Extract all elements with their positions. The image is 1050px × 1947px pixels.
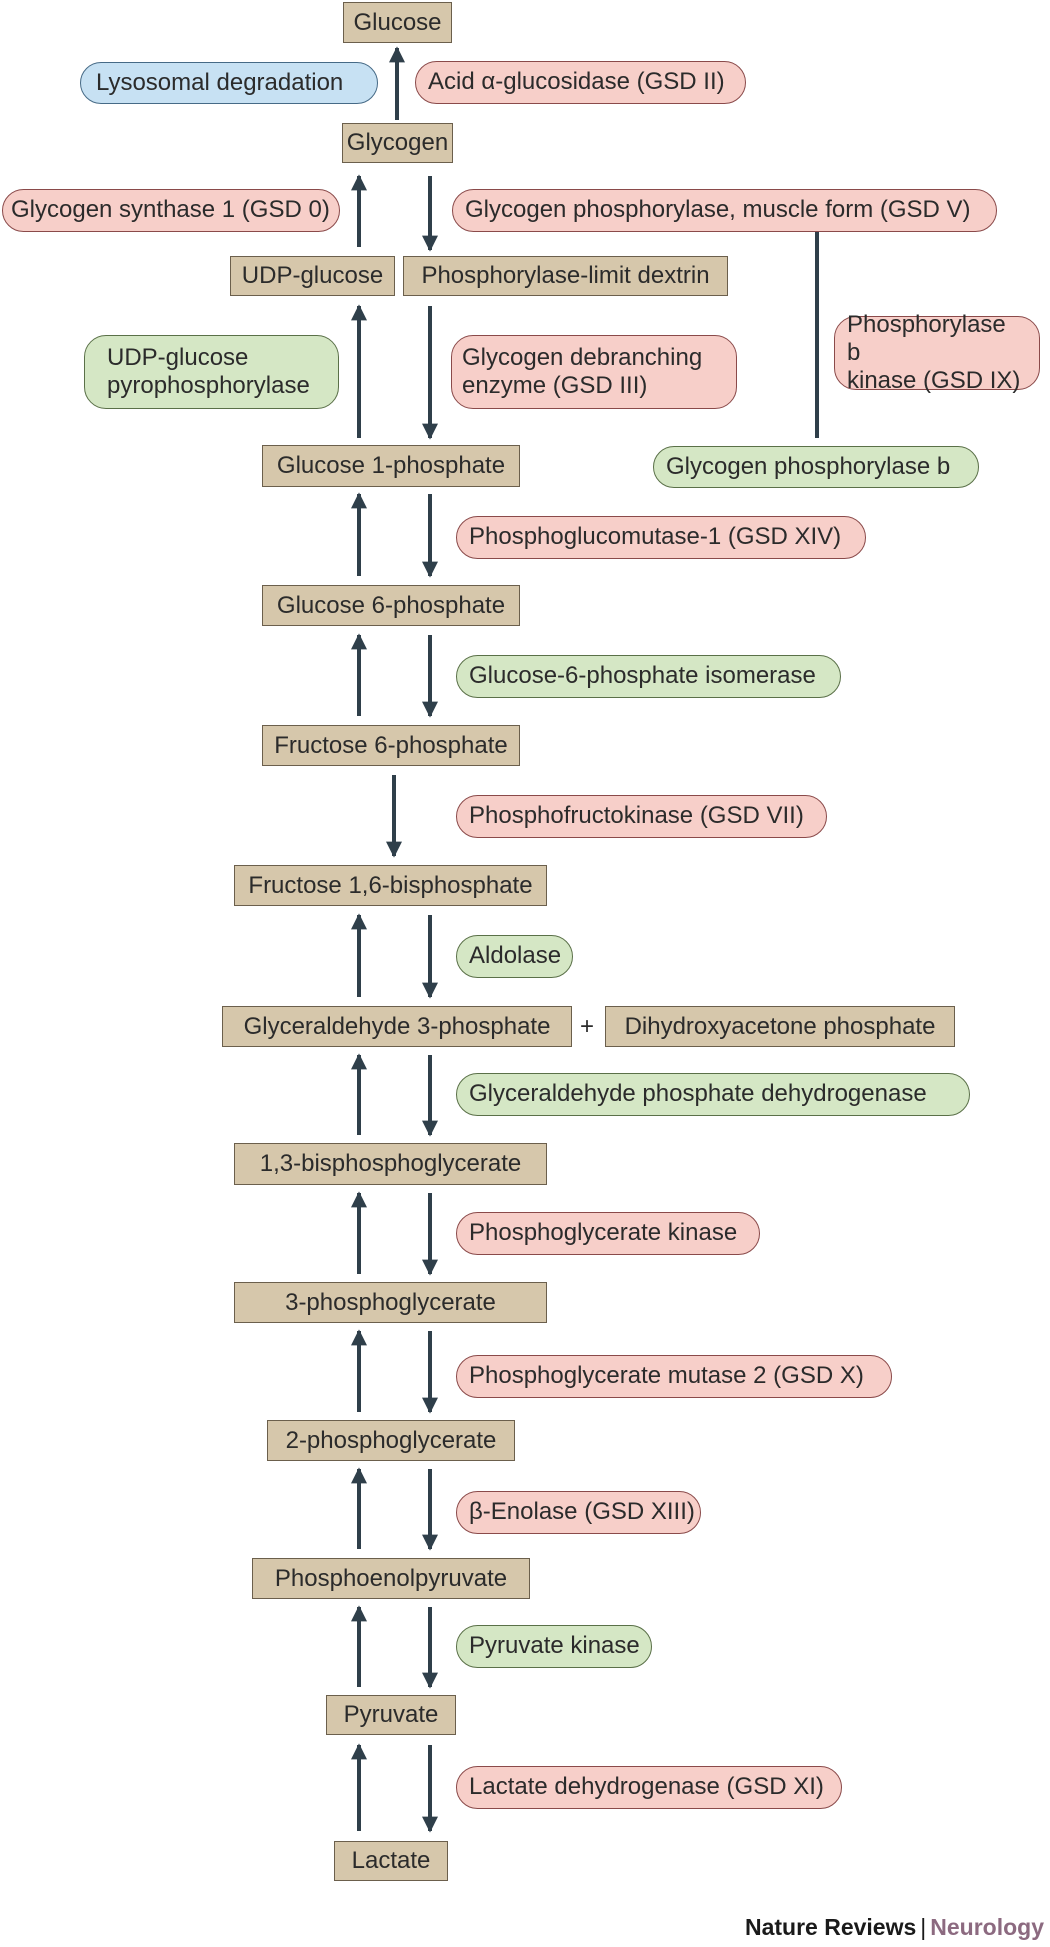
- enzyme-glycogen-phosphorylase-muscle: Glycogen phosphorylase, muscle form (GSD…: [452, 189, 997, 232]
- metabolite-glycogen: Glycogen: [342, 123, 453, 163]
- enzyme-phosphoglucomutase-1: Phosphoglucomutase-1 (GSD XIV): [456, 516, 866, 559]
- credit-separator: |: [920, 1914, 927, 1940]
- plus-sign: +: [580, 1013, 595, 1040]
- metabolite-fructose-1-6-bisphosphate: Fructose 1,6-bisphosphate: [234, 865, 547, 906]
- enzyme-phosphorylase-b-kinase: Phosphorylase b kinase (GSD IX): [834, 311, 1040, 394]
- metabolite-glyceraldehyde-3-phosphate: Glyceraldehyde 3-phosphate: [222, 1006, 572, 1047]
- enzyme-glyceraldehyde-phosphate-dehydrogenase: Glyceraldehyde phosphate dehydrogenase: [456, 1073, 970, 1116]
- enzyme-phosphoglycerate-kinase: Phosphoglycerate kinase: [456, 1212, 760, 1255]
- metabolite-lactate: Lactate: [334, 1841, 448, 1881]
- enzyme-phosphofructokinase: Phosphofructokinase (GSD VII): [456, 795, 827, 838]
- enzyme-glycogen-debranching: Glycogen debranching enzyme (GSD III): [451, 335, 737, 409]
- metabolite-glucose-6-phosphate: Glucose 6-phosphate: [262, 585, 520, 626]
- enzyme-acid-alpha-glucosidase: Acid α-glucosidase (GSD II): [415, 61, 746, 104]
- metabolite-glucose-1-phosphate: Glucose 1-phosphate: [262, 445, 520, 487]
- journal-section: Neurology: [930, 1914, 1044, 1940]
- enzyme-pyruvate-kinase: Pyruvate kinase: [456, 1625, 652, 1668]
- enzyme-aldolase: Aldolase: [456, 935, 573, 978]
- metabolite-1-3-bisphosphoglycerate: 1,3-bisphosphoglycerate: [234, 1143, 547, 1185]
- enzyme-glycogen-synthase-1: Glycogen synthase 1 (GSD 0): [2, 189, 340, 232]
- metabolite-dihydroxyacetone-phosphate: Dihydroxyacetone phosphate: [605, 1006, 955, 1047]
- metabolite-pyruvate: Pyruvate: [326, 1695, 456, 1735]
- journal-credit: Nature Reviews|Neurology: [745, 1914, 1044, 1941]
- metabolite-glucose: Glucose: [343, 2, 452, 43]
- metabolite-limit-dextrin: Phosphorylase-limit dextrin: [403, 256, 728, 296]
- metabolite-fructose-6-phosphate: Fructose 6-phosphate: [262, 725, 520, 766]
- metabolite-phosphoenolpyruvate: Phosphoenolpyruvate: [252, 1558, 530, 1599]
- enzyme-beta-enolase: β-Enolase (GSD XIII): [456, 1491, 701, 1534]
- enzyme-phosphoglycerate-mutase-2: Phosphoglycerate mutase 2 (GSD X): [456, 1355, 892, 1398]
- enzyme-glucose-6-phosphate-isomerase: Glucose-6-phosphate isomerase: [456, 655, 841, 698]
- metabolite-3-phosphoglycerate: 3-phosphoglycerate: [234, 1282, 547, 1323]
- metabolite-2-phosphoglycerate: 2-phosphoglycerate: [267, 1420, 515, 1461]
- enzyme-udp-glucose-pyrophosphorylase: UDP-glucose pyrophosphorylase: [84, 335, 339, 409]
- journal-name: Nature Reviews: [744, 1914, 917, 1940]
- enzyme-lysosomal-degradation: Lysosomal degradation: [80, 62, 378, 104]
- enzyme-lactate-dehydrogenase: Lactate dehydrogenase (GSD XI): [456, 1766, 842, 1809]
- metabolite-udp-glucose: UDP-glucose: [230, 256, 395, 296]
- enzyme-glycogen-phosphorylase-b: Glycogen phosphorylase b: [653, 446, 979, 488]
